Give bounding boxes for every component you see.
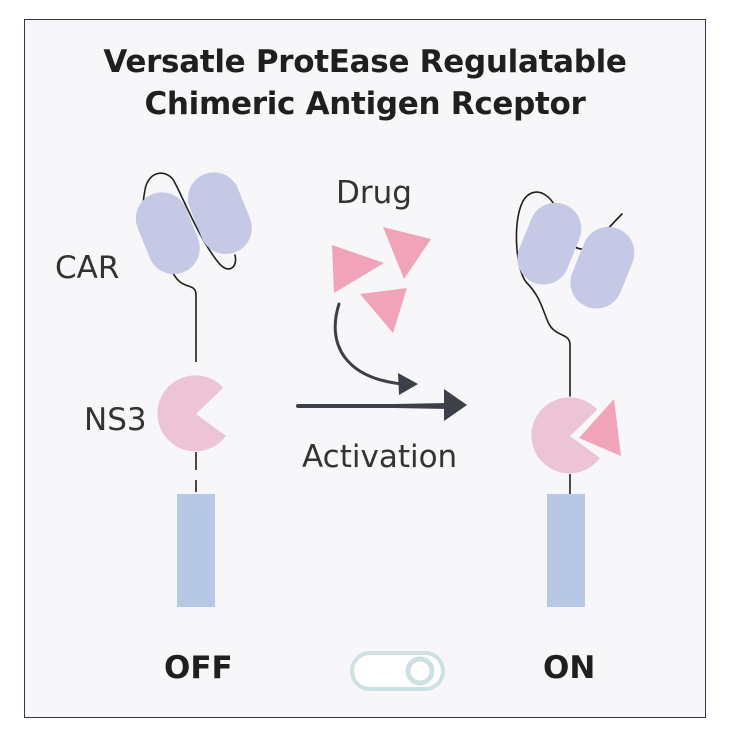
diagram-frame (24, 19, 706, 718)
activation-label: Activation (302, 439, 458, 475)
ns3-label: NS3 (84, 402, 147, 438)
car-off-transmembrane (177, 494, 215, 607)
car-off-construct (135, 172, 252, 607)
title-line-1: Versatle ProtEase Regulatable (103, 44, 627, 80)
off-state-label: OFF (164, 650, 233, 686)
on-state-label: ON (543, 650, 596, 686)
drug-triangle-icon (332, 245, 384, 293)
activation-arrow-head-icon (444, 389, 467, 421)
bound-drug-triangle-icon (579, 399, 621, 456)
car-off-domain-right (187, 172, 252, 255)
toggle-switch-icon[interactable] (350, 651, 445, 691)
drug-curved-arrow (333, 302, 404, 386)
ns3-pacman-icon (157, 375, 226, 452)
car-label: CAR (55, 250, 120, 286)
car-on-construct (515, 191, 635, 607)
car-on-domain-left (517, 202, 582, 285)
ns3-bound-pacman-icon (531, 397, 600, 474)
car-on-transmembrane (547, 494, 585, 607)
car-on-domain-right (570, 226, 635, 309)
car-off-domain-left (135, 192, 200, 275)
car-off-hinge-loop (142, 172, 237, 344)
drug-label: Drug (336, 175, 412, 211)
curved-arrow-head-icon (398, 373, 418, 395)
title-line-2: Chimeric Antigen Rceptor (144, 86, 586, 122)
drug-triangle-icon (360, 288, 407, 333)
drug-triangle-icon (383, 227, 431, 279)
toggle-knob[interactable] (405, 656, 435, 686)
drug-molecules (332, 227, 431, 333)
